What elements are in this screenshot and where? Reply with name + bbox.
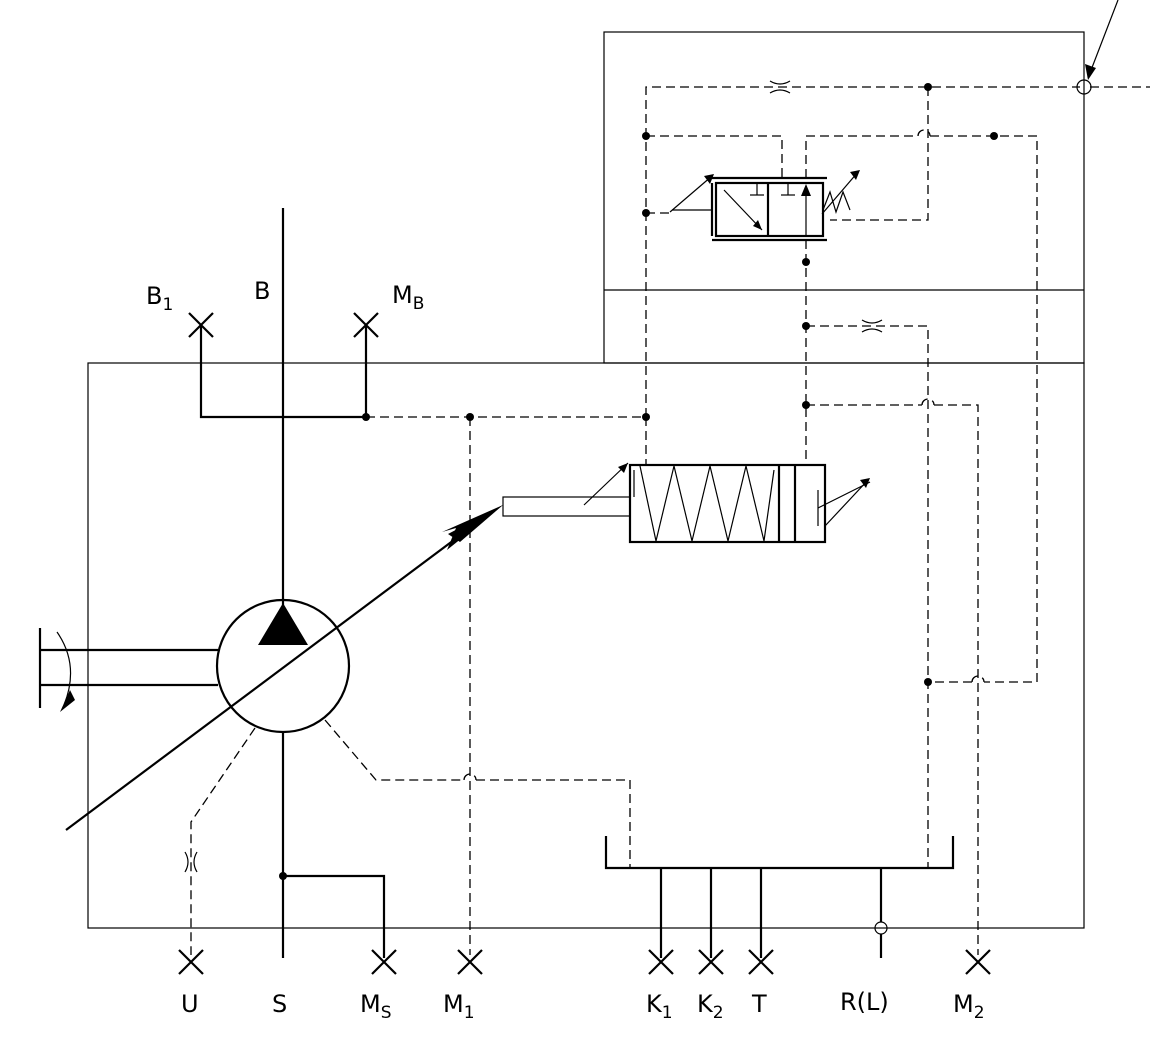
junction-dots xyxy=(362,83,998,686)
port-label-t: T xyxy=(751,990,767,1018)
port-label-b1: B1 xyxy=(146,282,173,315)
suction-line-s xyxy=(279,732,386,958)
port-label-mb: MB xyxy=(392,281,424,314)
port-label-m1: M1 xyxy=(443,990,475,1023)
port-markers xyxy=(178,312,991,975)
pilot-lines xyxy=(190,86,1150,955)
port-label-k1: K1 xyxy=(646,990,673,1023)
port-label-k2: K2 xyxy=(697,990,724,1023)
drive-shaft xyxy=(38,628,218,712)
pressure-line-b xyxy=(199,208,368,605)
orifice-symbols xyxy=(184,80,883,873)
port-label-s: S xyxy=(272,990,287,1018)
cylinder-spring xyxy=(639,465,775,542)
variable-displacement-pump xyxy=(215,598,351,734)
pump-housing-frame xyxy=(87,362,1085,929)
port-label-ms: MS xyxy=(360,990,392,1023)
stroking-cylinder xyxy=(502,462,871,544)
port-label-rl: R(L) xyxy=(840,988,889,1016)
displacement-adjust-arrow xyxy=(65,505,503,831)
port-label-b: B xyxy=(254,277,270,305)
port-label-m2: M2 xyxy=(953,990,985,1023)
external-pilot-connection xyxy=(1076,0,1119,95)
bottom-manifold xyxy=(604,836,955,958)
pump-direction-triangle xyxy=(258,603,308,645)
port-label-u: U xyxy=(181,990,199,1018)
control-valve xyxy=(669,170,860,242)
controller-housing-frame xyxy=(603,31,1085,364)
